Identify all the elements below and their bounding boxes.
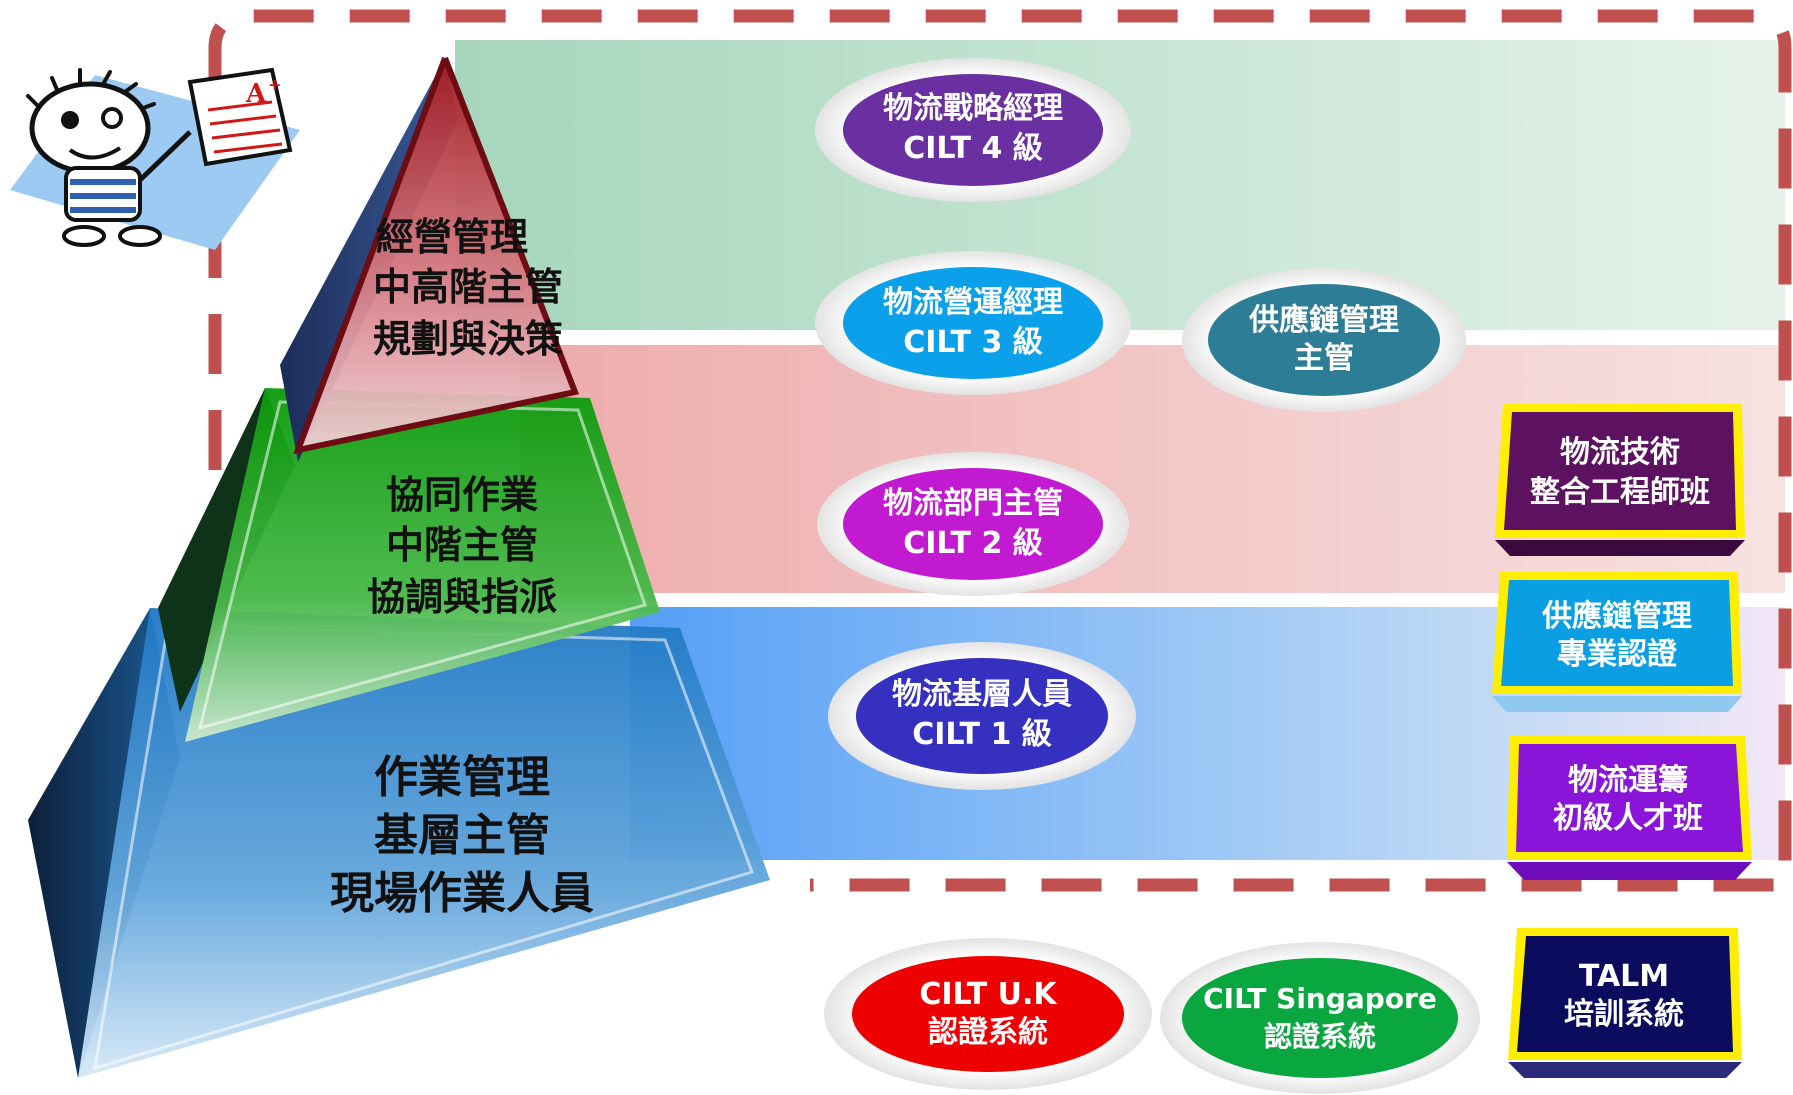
course-junior-talent: 物流運籌 初級人才班 (1507, 736, 1752, 880)
system-uk-line2: 認證系統 (928, 1015, 1048, 1050)
level-cilt3: 物流營運經理 CILT 3 級 (815, 251, 1131, 395)
pyramid-top-line3: 規劃與決策 (373, 317, 563, 361)
course-tech-line1: 物流技術 (1560, 435, 1680, 470)
pyramid-top-line2: 中高階主管 (373, 265, 563, 309)
level-cilt3-line2: CILT 3 級 (903, 325, 1043, 360)
level-cilt3-line1: 物流營運經理 (883, 285, 1063, 320)
system-cilt-uk: CILT U.K 認證系統 (824, 938, 1152, 1090)
band-strategic (455, 40, 1785, 330)
system-sg-line2: 認證系統 (1264, 1020, 1376, 1053)
course-scm-line2: 專業認證 (1557, 637, 1678, 672)
pyramid-bottom-line3: 現場作業人員 (330, 868, 594, 919)
pyramid-bottom-line1: 作業管理 (374, 752, 550, 803)
level-cilt4: 物流戰略經理 CILT 4 級 (815, 58, 1131, 202)
system-cilt-singapore: CILT Singapore 認證系統 (1160, 942, 1480, 1094)
system-uk-line1: CILT U.K (919, 977, 1058, 1012)
level-cilt2: 物流部門主管 CILT 2 級 (817, 452, 1129, 596)
pyramid-middle-text: 協同作業 中階主管 協調與指派 (367, 473, 557, 619)
level-cilt1: 物流基層人員 CILT 1 級 (828, 642, 1136, 790)
pyramid-middle-line3: 協調與指派 (367, 575, 557, 619)
pyramid-tier-strategic (280, 56, 580, 462)
svg-text:+: + (268, 75, 281, 94)
pyramid-bottom-line2: 基層主管 (374, 810, 550, 861)
system-talm: TALM 培訓系統 (1508, 928, 1742, 1078)
pyramid-middle-line2: 中階主管 (386, 523, 538, 567)
level-cilt2-line2: CILT 2 級 (903, 526, 1043, 561)
system-talm-line2: 培訓系統 (1564, 997, 1684, 1032)
level-cilt4-line1: 物流戰略經理 (883, 91, 1063, 126)
course-tech-line2: 整合工程師班 (1530, 475, 1710, 510)
course-tech-engineer: 物流技術 整合工程師班 (1495, 404, 1745, 556)
level-scm-line2: 主管 (1294, 341, 1354, 376)
pyramid-top-line1: 經營管理 (376, 215, 528, 259)
level-cilt2-line1: 物流部門主管 (883, 486, 1063, 521)
level-scm-line1: 供應鏈管理 (1248, 303, 1399, 338)
level-cilt1-line2: CILT 1 級 (912, 717, 1052, 752)
course-junior-line1: 物流運籌 (1568, 763, 1688, 798)
svg-text:A: A (245, 79, 267, 109)
pyramid-top-text: 經營管理 中高階主管 規劃與決策 (373, 215, 563, 361)
course-scm-certification: 供應鏈管理 專業認證 (1492, 572, 1742, 712)
course-junior-line2: 初級人才班 (1553, 801, 1703, 836)
system-sg-line1: CILT Singapore (1203, 982, 1437, 1015)
level-cilt4-line2: CILT 4 級 (903, 131, 1043, 166)
course-scm-line1: 供應鏈管理 (1541, 599, 1692, 634)
level-cilt1-line1: 物流基層人員 (892, 677, 1072, 712)
dashed-boundary (208, 9, 1792, 892)
pyramid-middle-line1: 協同作業 (386, 473, 538, 517)
student-with-paper-icon: A + (10, 67, 300, 250)
level-scm-manager: 供應鏈管理 主管 (1182, 268, 1466, 412)
system-talm-line1: TALM (1579, 959, 1669, 994)
pyramid-bottom-text: 作業管理 基層主管 現場作業人員 (330, 752, 594, 919)
